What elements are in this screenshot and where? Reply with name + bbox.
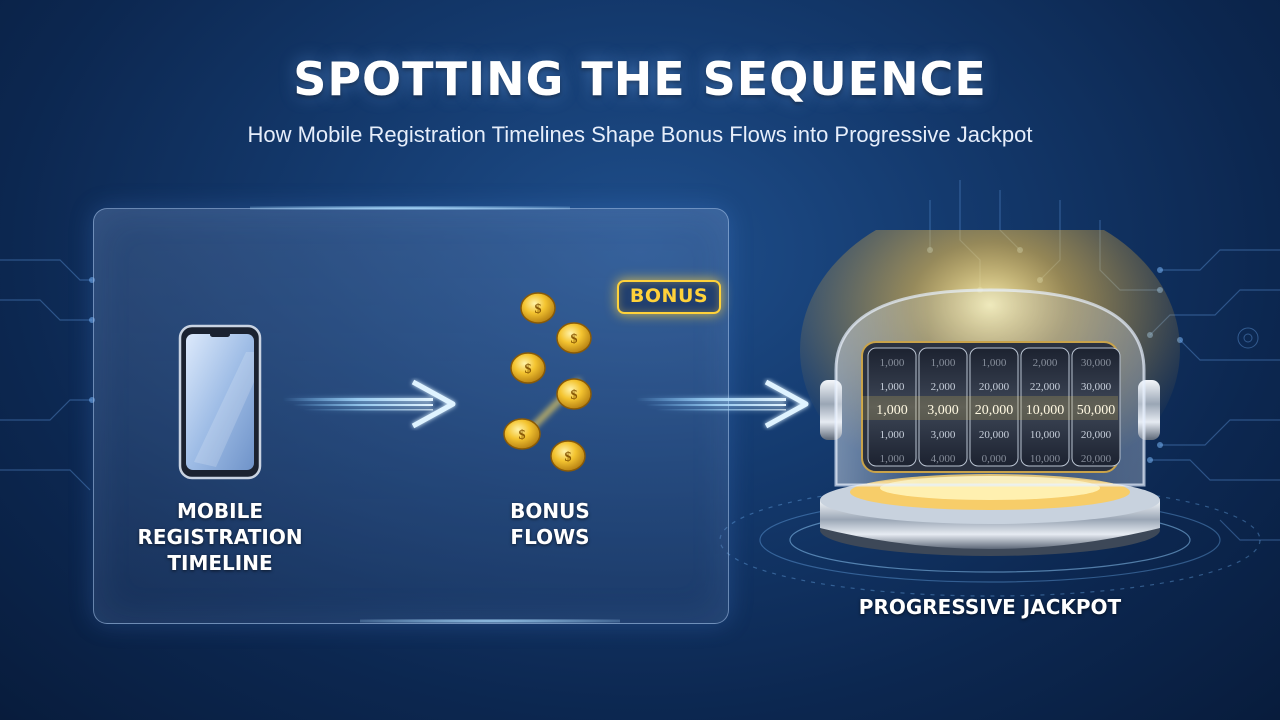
reel-number: 30,000	[1081, 381, 1112, 393]
reel-number: 1,000	[931, 357, 956, 369]
reel-number: 20,000	[975, 403, 1014, 418]
reel-number: 10,000	[1026, 403, 1065, 418]
reel-number: 4,000	[931, 453, 956, 465]
gold-coins-icon: $ $ $ $ $ $	[503, 292, 592, 472]
reel-number: 1,000	[880, 381, 905, 393]
svg-text:$: $	[519, 428, 526, 443]
reel-number: 20,000	[979, 429, 1010, 441]
panel-glow-top	[250, 206, 570, 210]
reel-number: 20,000	[979, 381, 1010, 393]
reel-column	[1071, 347, 1121, 467]
reel-number: 22,000	[1030, 381, 1061, 393]
reel-number: 1,000	[880, 453, 905, 465]
label-line: MOBILE	[177, 499, 263, 523]
progressive-jackpot-label: PROGRESSIVE JACKPOT	[858, 595, 1122, 619]
reel-column	[1020, 347, 1070, 467]
panel-glow-bottom	[360, 619, 620, 623]
label-line: TIMELINE	[167, 551, 273, 575]
page-subtitle: How Mobile Registration Timelines Shape …	[247, 122, 1033, 147]
reel-number: 3,000	[931, 429, 956, 441]
reel-number: 1,000	[876, 403, 908, 418]
reel-number: 2,000	[931, 381, 956, 393]
smartphone-icon	[178, 324, 262, 480]
label-line: REGISTRATION	[137, 525, 303, 549]
svg-text:$: $	[525, 362, 532, 377]
label-line: FLOWS	[510, 525, 590, 549]
reel-column	[867, 347, 917, 467]
reel-number: 3,000	[927, 403, 959, 418]
svg-text:$: $	[565, 450, 572, 465]
reel-number: 50,000	[1077, 403, 1116, 418]
bonus-badge: BONUS	[617, 280, 721, 314]
jackpot-machine-icon: 1,000 1,000 1,000 1,000 1,000 1,000 2,000 3,000…	[800, 230, 1180, 556]
reel-column	[918, 347, 968, 467]
page-title: SPOTTING THE SEQUENCE	[293, 52, 987, 106]
reel-number: 1,000	[880, 357, 905, 369]
arrow-right-icon	[283, 379, 456, 429]
svg-text:$: $	[571, 388, 578, 403]
label-line: BONUS	[510, 499, 590, 523]
reel-number: 0,000	[982, 453, 1007, 465]
reel-number: 10,000	[1030, 453, 1061, 465]
mobile-registration-label: MOBILE REGISTRATION TIMELINE	[110, 498, 330, 576]
reel-column	[969, 347, 1019, 467]
reel-number: 2,000	[1033, 357, 1058, 369]
arrow-right-icon	[636, 379, 809, 429]
reel-number: 30,000	[1081, 357, 1112, 369]
reel-number: 10,000	[1030, 429, 1061, 441]
reel-number: 20,000	[1081, 429, 1112, 441]
svg-text:$: $	[535, 302, 542, 317]
reel-number: 1,000	[982, 357, 1007, 369]
bonus-flows-label: BONUS FLOWS	[470, 498, 630, 550]
svg-text:$: $	[571, 332, 578, 347]
reel-number: 1,000	[880, 429, 905, 441]
reel-number: 20,000	[1081, 453, 1112, 465]
